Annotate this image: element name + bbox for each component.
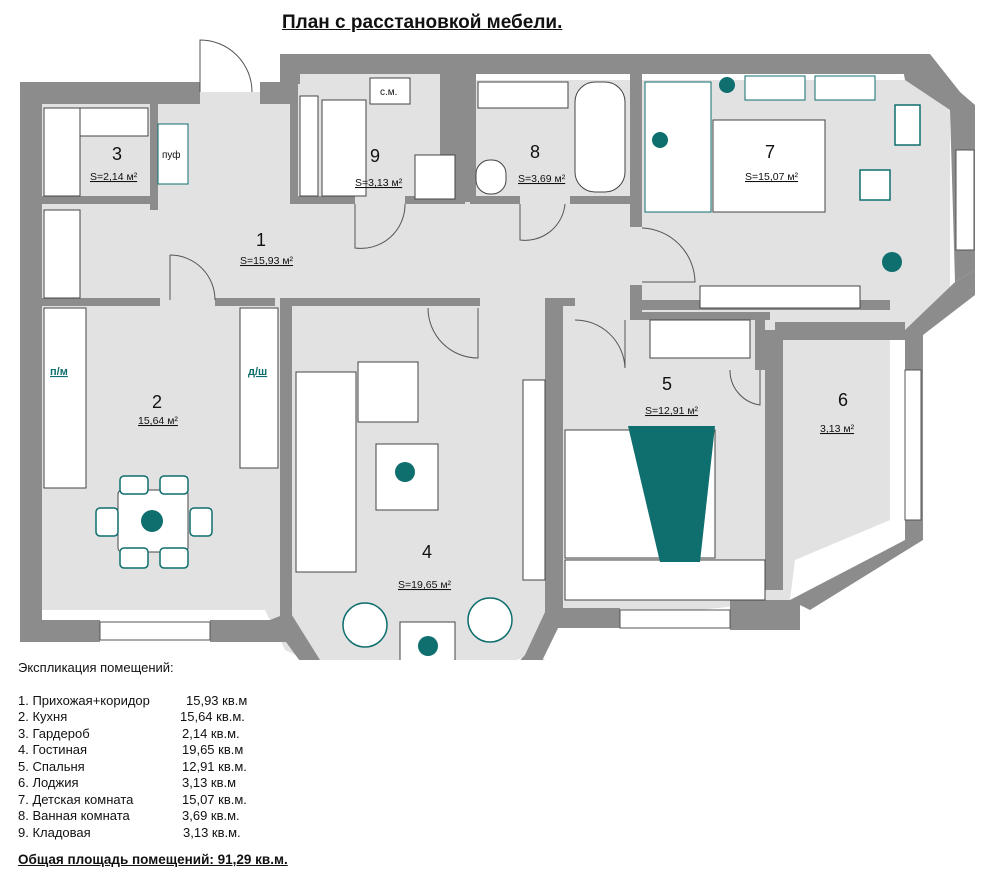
legend-heading: Экспликация помещений: xyxy=(18,660,174,675)
legend-item: 4. Гостиная 19,65 кв.м xyxy=(18,742,243,759)
legend-item: 7. Детская комната 15,07 кв.м. xyxy=(18,791,247,809)
chairs xyxy=(95,104,921,648)
legend-item-area: 15,93 кв.м xyxy=(186,692,248,708)
legend-item: 6. Лоджия 3,13 кв.м xyxy=(18,775,236,792)
legend-item-area: 15,64 кв.м. xyxy=(180,709,245,724)
room-1-area: S=15,93 м² xyxy=(240,255,294,267)
room-8-number: 8 xyxy=(530,142,540,162)
legend-item-area: 3,69 кв.м. xyxy=(182,808,240,823)
legend-item-name: 1. Прихожая+коридор xyxy=(18,692,150,708)
room-labels: 1 S=15,93 м² 2 15,64 м² 3 S=2,14 м² 4 S=… xyxy=(50,87,855,591)
washer-label: с.м. xyxy=(380,87,397,98)
floor-plan: 1 S=15,93 м² 2 15,64 м² 3 S=2,14 м² 4 S=… xyxy=(20,39,975,660)
legend-item-area: 19,65 кв.м xyxy=(182,742,244,757)
pouf-label: пуф xyxy=(162,149,181,161)
legend-item-area: 2,14 кв.м. xyxy=(182,725,240,741)
legend-item-area: 3,13 кв.м xyxy=(182,775,237,790)
legend-item-name: 2. Кухня xyxy=(18,709,68,724)
fridge-label: п/м xyxy=(50,366,68,378)
room-1-number: 1 xyxy=(256,230,266,250)
room-4-number: 4 xyxy=(422,542,432,562)
legend-item: 3. Гардероб 2,14 кв.м. xyxy=(18,725,240,743)
room-2-number: 2 xyxy=(152,392,162,412)
room-3-area: S=2,14 м² xyxy=(90,171,138,183)
windows xyxy=(99,149,975,641)
room-4-area: S=19,65 м² xyxy=(398,579,452,591)
legend-item: 8. Ванная комната 3,69 кв.м. xyxy=(18,808,240,825)
doors xyxy=(169,39,761,406)
room-7-area: S=15,07 м² xyxy=(745,171,799,183)
legend-item-area: 15,07 кв.м. xyxy=(182,791,247,807)
legend-item-area: 12,91 кв.м. xyxy=(182,758,247,774)
legend-item-name: 4. Гостиная xyxy=(18,742,88,757)
room-9-number: 9 xyxy=(370,146,380,166)
legend-item-name: 3. Гардероб xyxy=(18,725,90,741)
room-5-number: 5 xyxy=(662,374,672,394)
legend-item-name: 8. Ванная комната xyxy=(18,808,130,823)
room-5-area: S=12,91 м² xyxy=(645,405,699,417)
room-6-number: 6 xyxy=(838,390,848,410)
exterior-walls xyxy=(20,54,975,660)
room-9-area: S=3,13 м² xyxy=(355,177,403,189)
legend-item-name: 5. Спальня xyxy=(18,758,85,774)
legend-item: 9. Кладовая 3,13 кв.м. xyxy=(18,824,241,842)
room-6-area: 3,13 м² xyxy=(820,423,855,435)
legend-item-name: 6. Лоджия xyxy=(18,775,79,790)
legend-item: 1. Прихожая+коридор 15,93 кв.м xyxy=(18,692,247,710)
legend-item-area: 3,13 кв.м. xyxy=(183,824,241,840)
legend-item-name: 9. Кладовая xyxy=(18,824,91,840)
room-3-number: 3 xyxy=(112,144,122,164)
legend-item-name: 7. Детская комната xyxy=(18,791,134,807)
legend-item: 2. Кухня 15,64 кв.м. xyxy=(18,709,245,726)
room-2-area: 15,64 м² xyxy=(138,415,178,427)
room-8-area: S=3,69 м² xyxy=(518,173,566,185)
accent-decor xyxy=(141,77,902,656)
room-legend: Экспликация помещений: 1. Прихожая+корид… xyxy=(18,660,247,842)
legend-item: 5. Спальня 12,91 кв.м. xyxy=(18,758,247,776)
room-7-number: 7 xyxy=(765,142,775,162)
total-area: Общая площадь помещений: 91,29 кв.м. xyxy=(18,852,288,867)
plan-title: План с расстановкой мебели. xyxy=(282,12,563,33)
floor-areas xyxy=(30,72,950,660)
shower-label: д/ш xyxy=(248,366,267,378)
